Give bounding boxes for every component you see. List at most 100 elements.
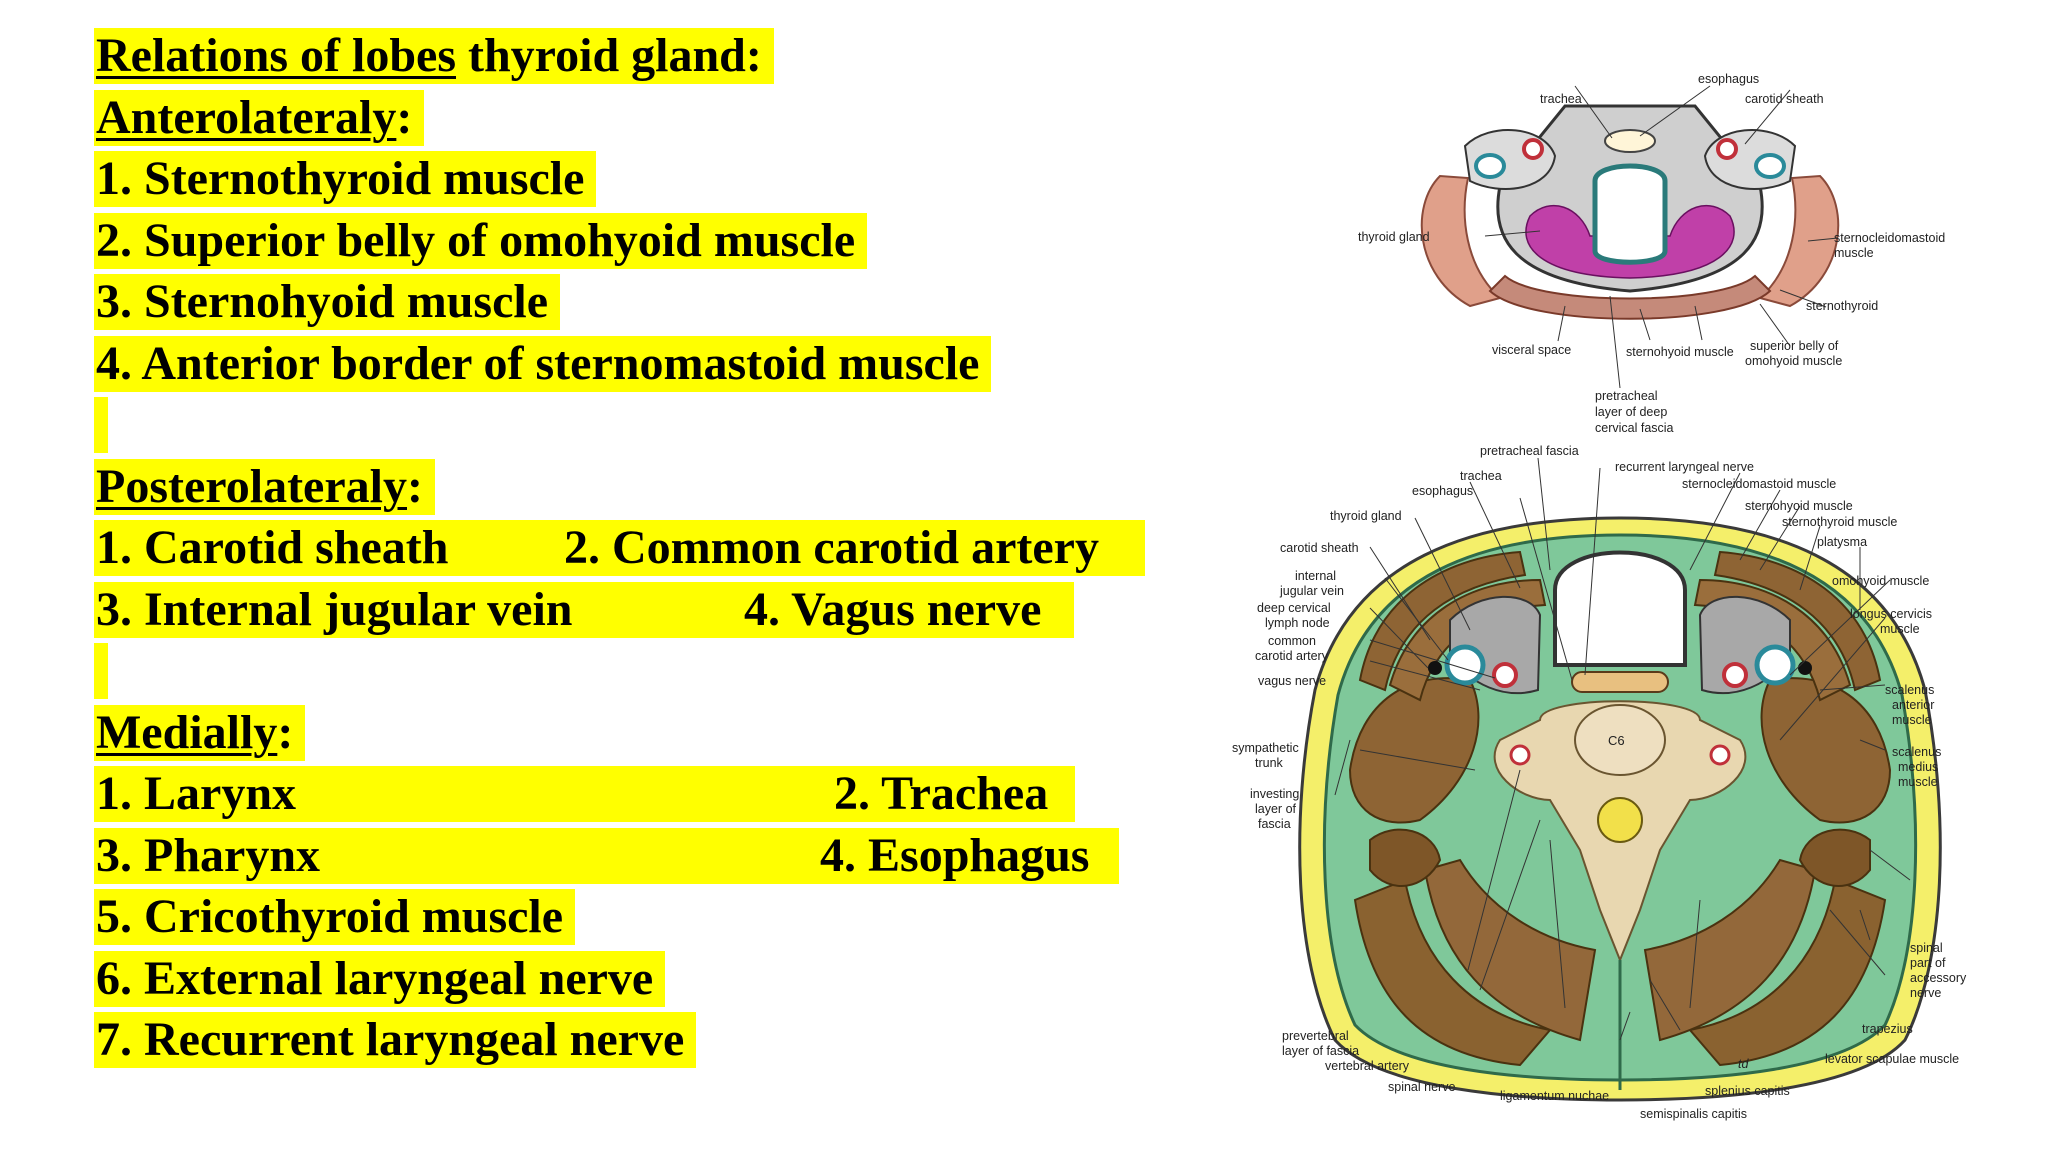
- posterolateral-row: 3. Internal jugular vein 4. Vagus nerve: [94, 581, 1074, 638]
- label-recurrent-nerve: recurrent laryngeal nerve: [1615, 460, 1754, 474]
- sternocleidomastoid-left-shape: [1420, 174, 1503, 308]
- medial-row: 1. Larynx 2. Trachea: [94, 766, 1075, 822]
- label-scalenus-anterior-1: scalenus: [1885, 683, 1934, 697]
- trapezius-right-shape: [1688, 878, 1887, 1067]
- label-esophagus: esophagus: [1698, 72, 1759, 86]
- leader-lines: [1484, 85, 1839, 389]
- label-accessory-1: spinal: [1910, 941, 1943, 955]
- anterolateral-item: 1. Sternothyroid muscle: [94, 151, 597, 207]
- label-investing-1: investing: [1250, 787, 1299, 801]
- cca-left-shape: [1492, 662, 1518, 688]
- label-pretracheal-fascia: pretracheal fascia: [1480, 444, 1579, 458]
- neck-cross-section-diagram: pretracheal fascia recurrent laryngeal n…: [1232, 444, 1967, 1121]
- posterolateral-item: 2. Common carotid artery: [564, 521, 1099, 574]
- label-sternohyoid: sternohyoid muscle: [1626, 345, 1734, 359]
- lymph-node-left-shape: [1428, 661, 1442, 675]
- lymph-node-right-shape: [1798, 661, 1812, 675]
- levator-right-shape: [1798, 828, 1871, 887]
- c6-body-shape: [1574, 704, 1666, 776]
- label-esophagus: esophagus: [1412, 484, 1473, 498]
- label-prevertebral-2: layer of fascia: [1282, 1044, 1359, 1058]
- esophagus-shape: [1571, 671, 1669, 693]
- thyroid-cross-section-diagram: esophagus trachea carotid sheath thyroid…: [1358, 72, 1945, 435]
- deep-back-muscle-right-shape: [1643, 858, 1817, 1042]
- label-cca-2: carotid artery: [1255, 649, 1329, 663]
- label-splenius: splenius capitis: [1705, 1084, 1790, 1098]
- label-carotid-sheath: carotid sheath: [1280, 541, 1359, 555]
- jugular-vein-left-shape: [1474, 153, 1506, 179]
- scalene-right-shape: [1760, 677, 1892, 824]
- heading-line: Relations of lobes thyroid gland:: [94, 28, 774, 84]
- label-superior-belly-1: superior belly of: [1750, 339, 1839, 353]
- label-accessory-3: accessory: [1910, 971, 1967, 985]
- common-carotid-left-shape: [1522, 138, 1544, 160]
- vertebral-artery-right-shape: [1709, 744, 1731, 766]
- label-superior-belly-2: omohyoid muscle: [1745, 354, 1842, 368]
- ijv-left-shape: [1444, 644, 1486, 686]
- label-semispinalis: semispinalis capitis: [1640, 1107, 1747, 1121]
- label-pretracheal-2: layer of deep: [1595, 405, 1667, 419]
- posterolateral-row: 1. Carotid sheath 2. Common carotid arter…: [94, 520, 1145, 576]
- medial-item: 1. Larynx: [96, 767, 297, 820]
- label-trachea: trachea: [1540, 92, 1582, 106]
- medial-item: 6. External laryngeal nerve: [94, 950, 666, 1007]
- posterolateral-item: 4. Vagus nerve: [744, 582, 1042, 636]
- cca-right-shape: [1722, 662, 1748, 688]
- label-investing-3: fascia: [1258, 817, 1291, 831]
- label-pretracheal-1: pretracheal: [1595, 389, 1658, 403]
- scm-left-shape: [1358, 550, 1527, 692]
- levator-left-shape: [1369, 828, 1442, 887]
- posterolateral-colon: :: [407, 459, 423, 513]
- label-accessory-4: nerve: [1910, 986, 1941, 1000]
- medial-item: 7. Recurrent laryngeal nerve: [94, 1012, 697, 1068]
- label-sympathetic-2: trunk: [1255, 756, 1284, 770]
- medial-item: 5. Cricothyroid muscle: [94, 889, 576, 945]
- anterolateral-title: Anterolateraly: [96, 90, 397, 144]
- label-ijv-2: jugular vein: [1279, 584, 1344, 598]
- trachea-shape: [1592, 163, 1668, 265]
- anterolateral-title-line: Anterolateraly:: [94, 89, 425, 146]
- label-scalenus-medius-1: scalenus: [1892, 745, 1941, 759]
- medial-item: 2. Trachea: [834, 767, 1049, 820]
- label-sternothyroid: sternothyroid: [1806, 299, 1878, 313]
- label-cca-1: common: [1268, 634, 1316, 648]
- label-deep-node-2: lymph node: [1265, 616, 1330, 630]
- label-visceral-space: visceral space: [1492, 343, 1571, 357]
- heading-underlined: Relations of lobes: [96, 29, 456, 82]
- label-ijv-1: internal: [1295, 569, 1336, 583]
- esophagus-shape: [1604, 129, 1656, 153]
- label-scm-1: sternocleidomastoid: [1834, 231, 1945, 245]
- blank-highlight: [94, 643, 108, 699]
- label-longus-1: longus cervicis: [1850, 607, 1932, 621]
- label-omohyoid: omohyoid muscle: [1832, 574, 1929, 588]
- posterolateral-item: 3. Internal jugular vein: [96, 582, 573, 636]
- deep-back-muscle-left-shape: [1423, 858, 1597, 1042]
- scalene-left-shape: [1348, 677, 1480, 824]
- label-signature: td: [1738, 1057, 1749, 1071]
- label-scm: sternocleidomastoid muscle: [1682, 477, 1836, 491]
- vertebral-artery-left-shape: [1509, 744, 1531, 766]
- ijv-right-shape: [1754, 644, 1796, 686]
- medial-colon: :: [277, 705, 294, 759]
- heading-rest: thyroid gland:: [456, 29, 762, 82]
- label-sternohyoid: sternohyoid muscle: [1745, 499, 1853, 513]
- label-platysma: platysma: [1817, 535, 1867, 549]
- label-spinal-nerve: spinal nerve: [1388, 1080, 1455, 1094]
- label-longus-2: muscle: [1880, 622, 1920, 636]
- posterolateral-item: 1. Carotid sheath: [96, 521, 449, 574]
- label-scalenus-anterior-3: muscle: [1892, 713, 1932, 727]
- anterolateral-item: 4. Anterior border of sternomastoid musc…: [94, 335, 992, 392]
- label-investing-2: layer of: [1255, 802, 1297, 816]
- medial-item: 3. Pharynx: [96, 828, 321, 882]
- spinal-cord-shape: [1597, 797, 1643, 843]
- common-carotid-right-shape: [1716, 138, 1738, 160]
- label-scalenus-medius-2: medius: [1898, 760, 1938, 774]
- label-trapezius: trapezius: [1862, 1022, 1913, 1036]
- label-accessory-2: part of: [1910, 956, 1946, 970]
- label-pretracheal-3: cervical fascia: [1595, 421, 1674, 435]
- trapezius-left-shape: [1353, 878, 1552, 1067]
- sternocleidomastoid-right-shape: [1757, 174, 1840, 308]
- anterolateral-item: 3. Sternohyoid muscle: [94, 274, 561, 330]
- posterolateral-title: Posterolateraly: [96, 459, 407, 513]
